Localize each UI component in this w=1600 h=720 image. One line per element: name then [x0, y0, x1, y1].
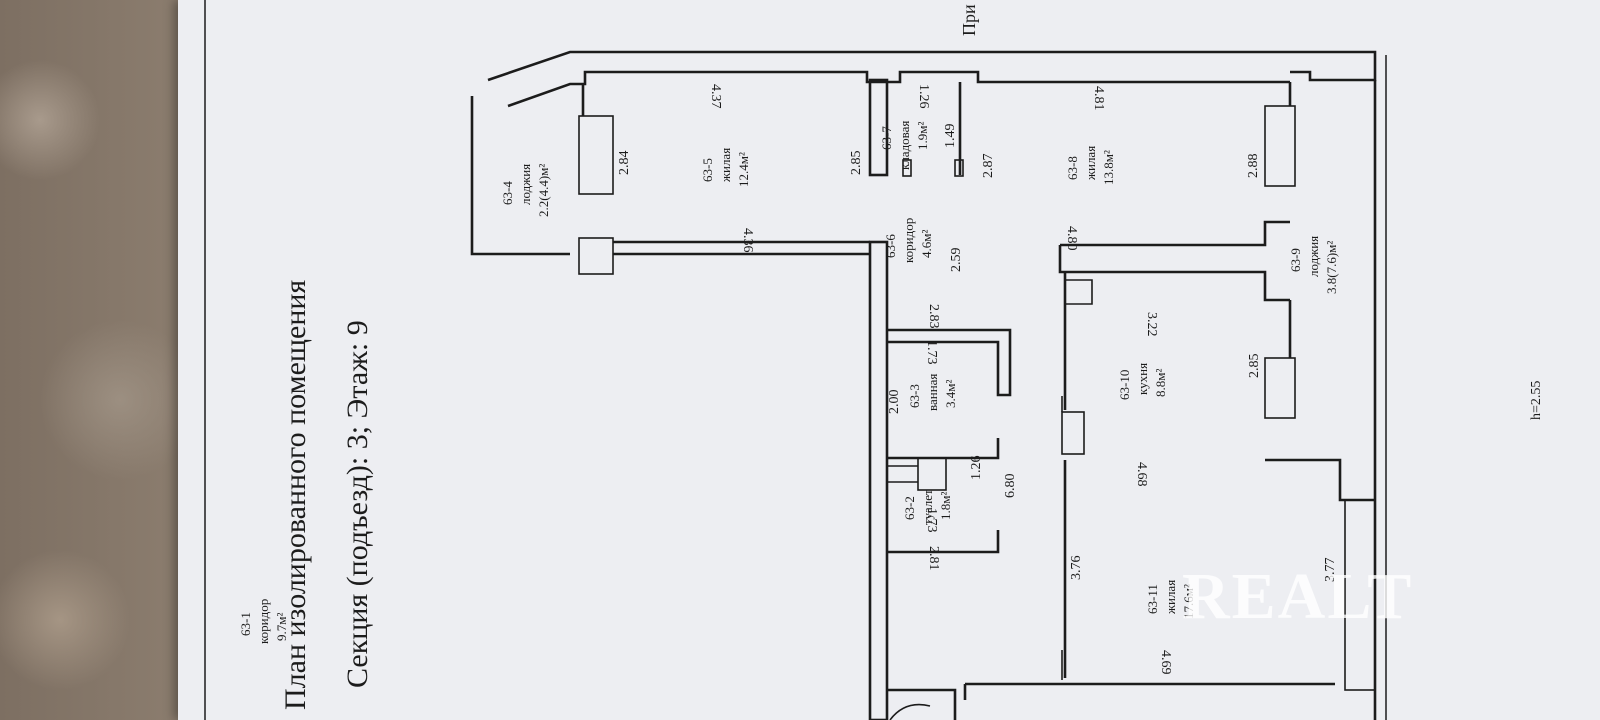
room-63-6: 63-6 коридор 4.6м²: [883, 218, 934, 263]
room-63-4-id: 63-4: [500, 181, 515, 205]
dim-2-84: 2.84: [617, 151, 632, 176]
room-63-6-area: 4.6м²: [919, 230, 934, 258]
room-63-3: 63-3 ванная 3.4м²: [907, 374, 958, 411]
room-63-10-name: кухня: [1135, 363, 1150, 395]
dim-1-26-a: 1.26: [916, 84, 931, 109]
window-room-5: [578, 115, 614, 195]
room-63-5-name: жилая: [718, 148, 733, 183]
room-63-4-area: 2.2(4.4)м²: [536, 164, 551, 217]
wall-room8-bottom-lower: [1058, 245, 1290, 302]
room-63-1-area: 9.7м²: [274, 613, 289, 641]
dim-4-81: 4.81: [1091, 86, 1106, 111]
loggia-4-outer: [470, 96, 570, 256]
dim-3-22: 3.22: [1144, 312, 1159, 337]
outer-wall-top-inner: [507, 70, 1290, 108]
window-kitchen: [1264, 357, 1296, 419]
dim-1-73-a: 1.73: [924, 340, 939, 365]
room-63-2-name: туалет: [920, 489, 935, 525]
dim-2-87: 2.87: [981, 154, 996, 179]
wall-corridor-left: [868, 240, 889, 720]
room-63-1-id: 63-1: [238, 612, 253, 636]
plan-title: План изолированного помещения: [279, 280, 312, 710]
bath-fixture: [917, 457, 947, 491]
dim-1-49: 1.49: [943, 124, 958, 149]
dim-1-73-b: 1.73: [924, 508, 939, 533]
room-63-6-name: коридор: [901, 218, 916, 263]
window-room-8: [1264, 105, 1296, 187]
wall-toilet-bottom: [887, 530, 1000, 554]
window-room-11: [1344, 499, 1376, 691]
plan-subtitle: Секция (подъезд): 3; Этаж: 9: [341, 320, 374, 688]
corner-text: При: [959, 4, 979, 36]
room-63-7: 63-7 кладовая 1.9м²: [879, 121, 930, 170]
wall-bath-bottom: [887, 438, 1000, 460]
wall-bath-top: [887, 328, 1012, 397]
dim-3-77: 3.77: [1323, 558, 1338, 583]
room-63-3-area: 3.4м²: [943, 380, 958, 408]
room-63-7-area: 1.9м²: [915, 122, 930, 150]
kitchen-vent: [1065, 279, 1093, 305]
room-63-11: 63-11 жилая 17.6м²: [1145, 580, 1196, 619]
wall-entrance-bottom: [887, 688, 957, 720]
window-loggia-4: [578, 237, 614, 275]
room-63-8-area: 13.8м²: [1101, 150, 1116, 185]
height-note: h=2.55: [1529, 381, 1544, 420]
dim-6-80: 6.80: [1003, 474, 1018, 499]
room-63-7-id: 63-7: [879, 126, 894, 150]
dim-4-68: 4.68: [1134, 462, 1149, 487]
dim-1-26-b: 1.26: [969, 456, 984, 481]
dim-2-81: 2.81: [926, 546, 941, 571]
kitchen-appliance: [1061, 411, 1085, 455]
room-63-5-id: 63-5: [700, 158, 715, 182]
room-63-10-id: 63-10: [1117, 370, 1132, 400]
room-63-4-name: лоджия: [518, 164, 533, 205]
realt-watermark: REALT: [1182, 560, 1413, 633]
room-63-8-id: 63-8: [1065, 156, 1080, 180]
dim-2-85-a: 2.85: [849, 151, 864, 176]
room-63-4: 63-4 лоджия 2.2(4.4)м²: [500, 164, 551, 217]
room-63-3-name: ванная: [925, 374, 940, 411]
room-63-6-id: 63-6: [883, 234, 898, 258]
room-63-5: 63-5 жилая 12.4м²: [700, 148, 751, 187]
dim-4-80: 4.80: [1064, 226, 1079, 251]
dim-2-85-b: 2.85: [1247, 354, 1262, 379]
room-63-9-area: 3.8(7.6)м²: [1324, 241, 1339, 294]
paper-sheet: [178, 0, 1600, 720]
room-63-11-id: 63-11: [1145, 584, 1160, 614]
dim-4-69: 4.69: [1158, 650, 1173, 675]
entrance-door-arc: [889, 703, 931, 720]
wall-room5-room7: [868, 78, 889, 177]
room-63-11-area: 17.6м²: [1181, 584, 1196, 619]
room-63-8: 63-8 жилая 13.8м²: [1065, 146, 1116, 185]
room-63-9-name: лоджия: [1306, 236, 1321, 277]
room-63-9: 63-9 лоджия 3.8(7.6)м²: [1288, 236, 1339, 294]
room-63-1-name: коридор: [256, 599, 271, 644]
room-63-1: 63-1 коридор 9.7м²: [238, 599, 289, 644]
dim-2-88: 2.88: [1246, 154, 1261, 179]
pantry-marker-b: [954, 159, 964, 177]
room-63-5-area: 12.4м²: [736, 152, 751, 187]
wall-room8-bottom: [1060, 220, 1290, 247]
dim-2-83: 2.83: [926, 304, 941, 329]
room-63-2-id: 63-2: [902, 496, 917, 520]
dim-2-00: 2.00: [887, 390, 902, 415]
room-63-10-area: 8.8м²: [1153, 369, 1168, 397]
room-63-7-name: кладовая: [897, 121, 912, 170]
room-63-2: 63-2 туалет 1.8м²: [902, 489, 953, 525]
room-63-8-name: жилая: [1083, 146, 1098, 181]
room-63-11-name: жилая: [1163, 580, 1178, 615]
room-63-10: 63-10 кухня 8.8м²: [1117, 363, 1168, 400]
dim-3-76: 3.76: [1069, 556, 1084, 581]
dim-4-36: 4.36: [740, 228, 755, 253]
outer-wall-top: [487, 50, 1377, 82]
wall-room11-right: [1265, 458, 1375, 502]
room-63-3-id: 63-3: [907, 384, 922, 408]
dim-2-59: 2.59: [949, 248, 964, 273]
dim-4-37: 4.37: [708, 84, 723, 109]
room-63-9-id: 63-9: [1288, 248, 1303, 272]
room-63-2-area: 1.8м²: [938, 492, 953, 520]
pantry-marker-a: [902, 159, 912, 177]
